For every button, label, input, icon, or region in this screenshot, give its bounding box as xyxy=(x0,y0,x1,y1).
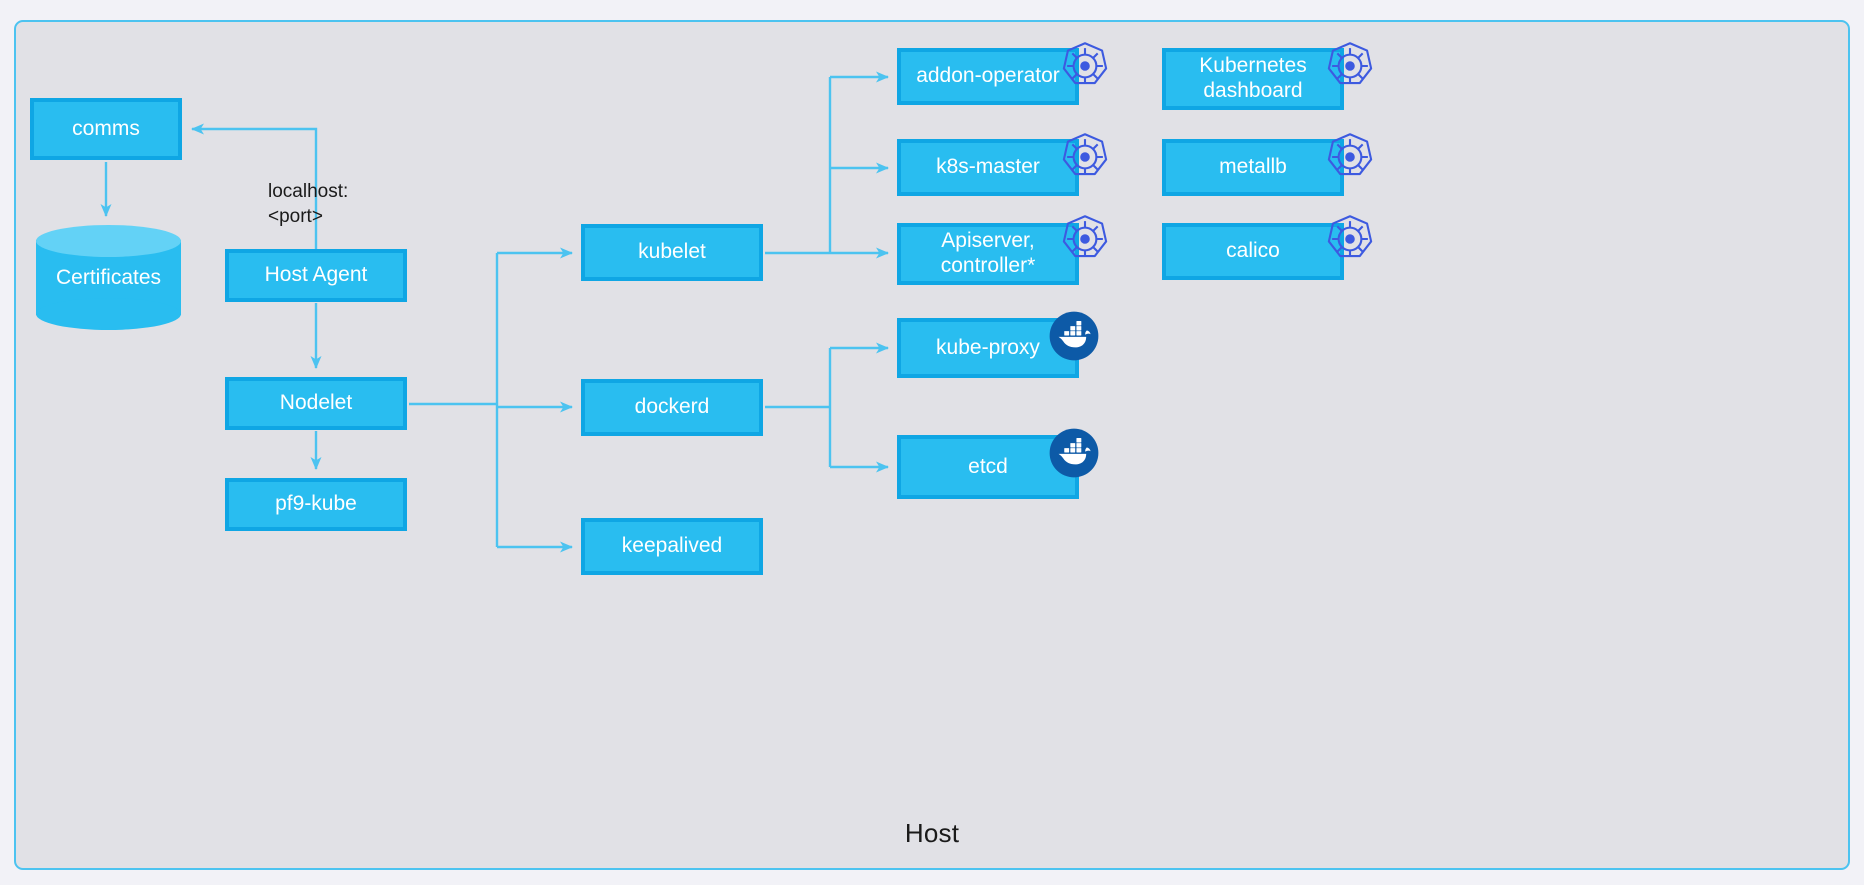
docker-whale-icon xyxy=(1048,310,1100,362)
node-comms[interactable]: comms xyxy=(30,98,182,160)
edge-label-localhost-port: localhost: <port> xyxy=(268,181,349,227)
node-addon-operator[interactable]: addon-operator xyxy=(897,48,1079,105)
node-pf9-kube[interactable]: pf9-kube xyxy=(225,478,407,531)
cylinder-bottom xyxy=(36,298,181,330)
kubernetes-helm-icon xyxy=(1059,40,1111,92)
node-certificates-label: Certificates xyxy=(55,265,162,289)
node-k8s-master[interactable]: k8s-master xyxy=(897,139,1079,196)
node-keepalived[interactable]: keepalived xyxy=(581,518,763,575)
node-kubelet[interactable]: kubelet xyxy=(581,224,763,281)
node-apiserver-controller[interactable]: Apiserver, controller* xyxy=(897,223,1079,285)
host-container-label: Host xyxy=(904,818,960,848)
node-dockerd[interactable]: dockerd xyxy=(581,379,763,436)
node-host-agent[interactable]: Host Agent xyxy=(225,249,407,302)
cylinder-top xyxy=(36,225,181,257)
kubernetes-helm-icon xyxy=(1324,40,1376,92)
kubernetes-helm-icon xyxy=(1059,131,1111,183)
node-certificates[interactable]: Certificates xyxy=(36,225,181,330)
node-etcd[interactable]: etcd xyxy=(897,435,1079,499)
node-nodelet[interactable]: Nodelet xyxy=(225,377,407,430)
node-kubernetes-dashboard[interactable]: Kubernetes dashboard xyxy=(1162,48,1344,110)
node-metallb[interactable]: metallb xyxy=(1162,139,1344,196)
kubernetes-helm-icon xyxy=(1324,131,1376,183)
kubernetes-helm-icon xyxy=(1324,213,1376,265)
docker-whale-icon xyxy=(1048,427,1100,479)
node-calico[interactable]: calico xyxy=(1162,223,1344,280)
kubernetes-helm-icon xyxy=(1059,213,1111,265)
